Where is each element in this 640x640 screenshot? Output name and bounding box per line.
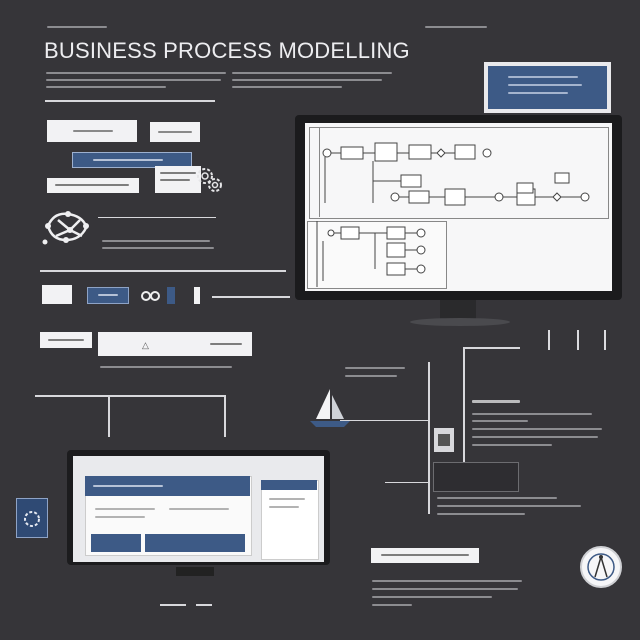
bracket-horizontal [35, 395, 225, 397]
bottom-label-button[interactable] [371, 548, 479, 563]
right-thumbnail [434, 428, 454, 452]
form-field-wide[interactable]: △ [98, 332, 252, 356]
bracket-left [108, 395, 110, 437]
intro-divider [45, 100, 215, 102]
gears-icon [195, 165, 223, 193]
laptop-base [176, 567, 214, 576]
compass-icon [577, 543, 625, 591]
network-nodes-icon [40, 206, 96, 248]
header-left-text [47, 26, 107, 28]
toggle-blue[interactable] [87, 287, 129, 304]
laptop [67, 450, 330, 565]
palette-button-3[interactable] [47, 178, 139, 193]
desktop-monitor [295, 115, 622, 322]
process-diagram [322, 142, 590, 206]
footer-line-1 [160, 604, 186, 606]
network-connector [98, 217, 216, 218]
form-field-small[interactable] [40, 332, 92, 348]
right-dark-card [433, 462, 519, 492]
sailboat-icon [306, 385, 354, 433]
slider-handle-blue[interactable] [167, 287, 175, 304]
palette-button-2[interactable] [150, 122, 200, 142]
slider-track [212, 296, 290, 298]
monitor-screen [305, 123, 612, 291]
info-card [484, 62, 611, 113]
slider-handle-white[interactable] [194, 287, 200, 304]
form-caption [100, 366, 232, 368]
connector-branch-2 [385, 482, 430, 483]
accent-bar-2 [577, 330, 579, 350]
connector-vertical-1 [463, 347, 465, 477]
header-right-text [425, 26, 487, 28]
monitor-base [410, 318, 510, 326]
connector-horizontal-top [465, 347, 520, 349]
toggle-white[interactable] [42, 285, 72, 304]
footer-line-2 [196, 604, 212, 606]
bracket-right [224, 395, 226, 437]
palette-divider [40, 270, 286, 272]
connector-vertical-2 [428, 362, 430, 514]
connector-branch-1 [340, 420, 430, 421]
toggle-icon[interactable] [141, 289, 161, 301]
accent-bar-1 [548, 330, 550, 350]
page-title: BUSINESS PROCESS MODELLING [44, 38, 410, 63]
palette-tag[interactable] [72, 152, 192, 168]
accent-bar-3 [604, 330, 606, 350]
laptop-screen [73, 456, 324, 562]
palette-button-4[interactable] [155, 166, 201, 193]
palette-button-1[interactable] [47, 120, 137, 142]
app-card [16, 498, 48, 538]
monitor-stand [440, 300, 476, 322]
